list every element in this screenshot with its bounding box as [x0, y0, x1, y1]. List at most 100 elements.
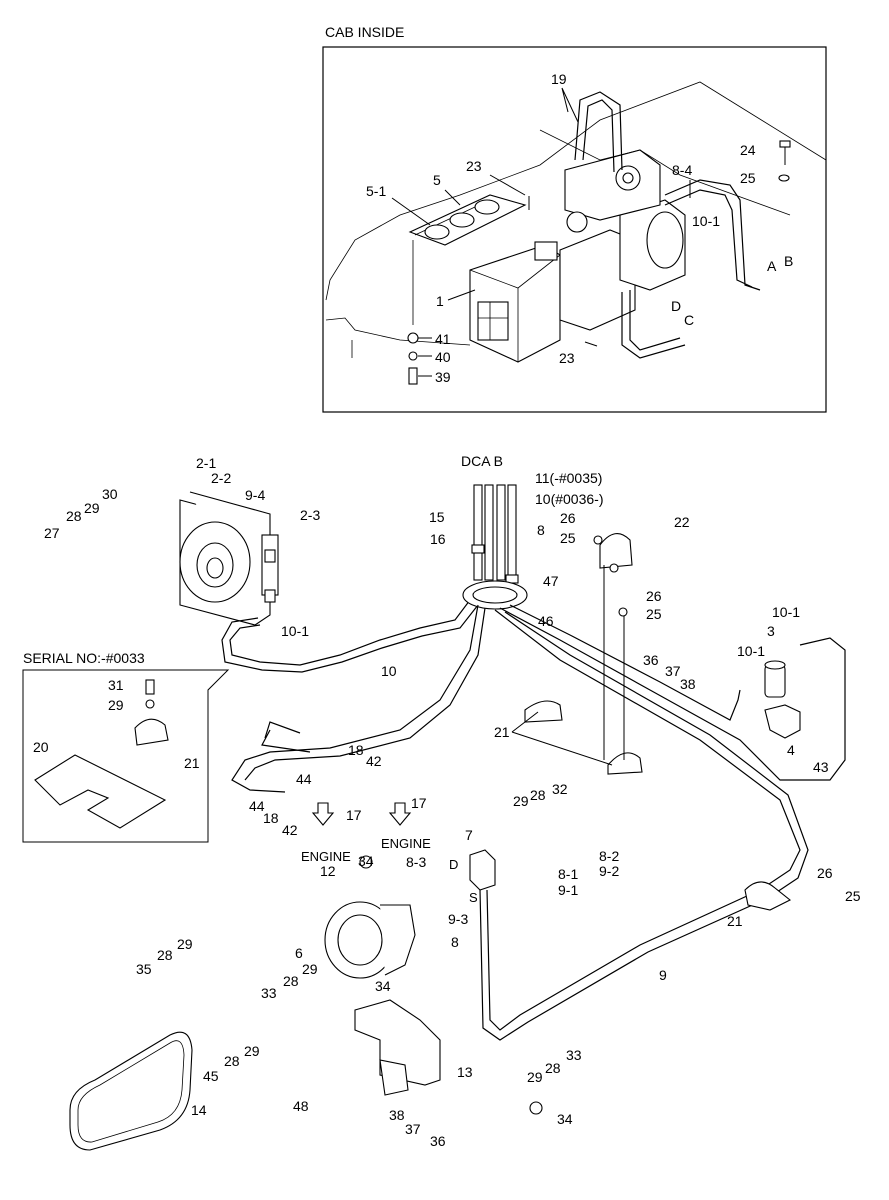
callout-44-left: 44: [249, 798, 265, 814]
callout-29-lower-left: 29: [244, 1043, 260, 1059]
callout-36-right: 36: [643, 652, 659, 668]
callout-38-right: 38: [680, 676, 696, 692]
callout-32: 32: [552, 781, 568, 797]
callout-16: 16: [430, 531, 446, 547]
callout-9-4: 9-4: [245, 487, 265, 503]
callout-17-left: 17: [346, 807, 362, 823]
callout-9-3: 9-3: [448, 911, 468, 927]
callout-5: 5: [433, 172, 441, 188]
callout-18-left: 18: [263, 810, 279, 826]
callout-29-comp-left: 29: [177, 936, 193, 952]
pipe-letter-d-valve: D: [449, 857, 458, 872]
pipe-letter-a-cab: A: [767, 258, 777, 274]
callout-21-main: 21: [494, 724, 510, 740]
callout-10: 10: [381, 663, 397, 679]
callout-17-right: 17: [411, 795, 427, 811]
callout-25-cab: 25: [740, 170, 756, 186]
callout-28-bracket: 28: [545, 1060, 561, 1076]
callout-43: 43: [813, 759, 829, 775]
main-assembly-artwork: [69, 484, 846, 1151]
callout-22: 22: [674, 514, 690, 530]
callout-9-1: 9-1: [558, 882, 578, 898]
callout-42-left: 42: [282, 822, 298, 838]
callout-8-lower: 8: [451, 934, 459, 950]
callout-42-top: 42: [366, 753, 382, 769]
callout-28-lower-left: 28: [224, 1053, 240, 1069]
callout-35: 35: [136, 961, 152, 977]
callout-28-cond: 28: [66, 508, 82, 524]
callout-34-lower: 34: [557, 1111, 573, 1127]
callout-20: 20: [33, 739, 49, 755]
cab-inside-frame: [322, 46, 827, 413]
callout-4: 4: [787, 742, 795, 758]
callout-29-cond: 29: [84, 500, 100, 516]
callout-13: 13: [457, 1064, 473, 1080]
callout-24: 24: [740, 142, 756, 158]
callout-10-1-right: 10-1: [772, 604, 800, 620]
callout-34-mid: 34: [375, 978, 391, 994]
callout-28-comp-mid: 28: [283, 973, 299, 989]
pipe-letter-s-valve: S: [469, 890, 478, 905]
callout-47: 47: [543, 573, 559, 589]
callout-21-serial: 21: [184, 755, 200, 771]
callout-15: 15: [429, 509, 445, 525]
callout-9-2: 9-2: [599, 863, 619, 879]
pipe-letter-c-cab: C: [684, 312, 694, 328]
callout-40: 40: [435, 349, 451, 365]
callout-2-1: 2-1: [196, 455, 216, 471]
callout-2-2: 2-2: [211, 470, 231, 486]
callout-8-1: 8-1: [558, 866, 578, 882]
callout-41: 41: [435, 331, 451, 347]
pipe-letters-dcab: DCA B: [461, 453, 503, 469]
callout-3: 3: [767, 623, 775, 639]
callout-23-bottom: 23: [559, 350, 575, 366]
callout-23-top: 23: [466, 158, 482, 174]
callout-29-serial: 29: [108, 697, 124, 713]
callout-25-lower: 25: [845, 888, 861, 904]
callout-36-lower: 36: [430, 1133, 446, 1149]
callout-11-serial: 11(-#0035): [535, 470, 602, 486]
callout-26-top: 26: [560, 510, 576, 526]
pipe-letter-b-cab: B: [784, 253, 793, 269]
callout-8-2: 8-2: [599, 848, 619, 864]
callout-25-top: 25: [560, 530, 576, 546]
callout-6: 6: [295, 945, 303, 961]
callout-29-valve: 29: [513, 793, 529, 809]
callout-33-right: 33: [566, 1047, 582, 1063]
callout-26-lower: 26: [817, 865, 833, 881]
engine-label-right: ENGINE: [381, 836, 431, 851]
callout-1: 1: [436, 293, 444, 309]
callout-8-bundle: 8: [537, 522, 545, 538]
callout-10-serial: 10(#0036-): [535, 491, 604, 507]
callout-38-lower: 38: [389, 1107, 405, 1123]
callout-45: 45: [203, 1068, 219, 1084]
cab-inside-artwork: [325, 81, 827, 385]
callout-31: 31: [108, 677, 124, 693]
cab-inside-title: CAB INSIDE: [325, 24, 404, 40]
callout-9: 9: [659, 967, 667, 983]
callout-10-1-drier: 10-1: [737, 643, 765, 659]
callout-48: 48: [293, 1098, 309, 1114]
callout-34-top: 34: [358, 853, 374, 869]
callout-33-left: 33: [261, 985, 277, 1001]
callout-39: 39: [435, 369, 451, 385]
callout-5-1: 5-1: [366, 183, 386, 199]
callout-12: 12: [320, 863, 336, 879]
serial-inset-frame: [22, 669, 230, 843]
callout-30: 30: [102, 486, 118, 502]
callout-21-lower: 21: [727, 913, 743, 929]
callout-14: 14: [191, 1102, 207, 1118]
pipe-letter-d-cab: D: [671, 298, 681, 314]
callout-10-1-cond: 10-1: [281, 623, 309, 639]
callout-18-top: 18: [348, 742, 364, 758]
engine-label-left: ENGINE: [301, 849, 351, 864]
callout-7: 7: [465, 827, 473, 843]
callout-29-bracket: 29: [527, 1069, 543, 1085]
callout-37-lower: 37: [405, 1121, 421, 1137]
callout-28-valve: 28: [530, 787, 546, 803]
callout-2-3: 2-3: [300, 507, 320, 523]
callout-10-1-cab: 10-1: [692, 213, 720, 229]
callout-37-right: 37: [665, 663, 681, 679]
callout-25-mid: 25: [646, 606, 662, 622]
